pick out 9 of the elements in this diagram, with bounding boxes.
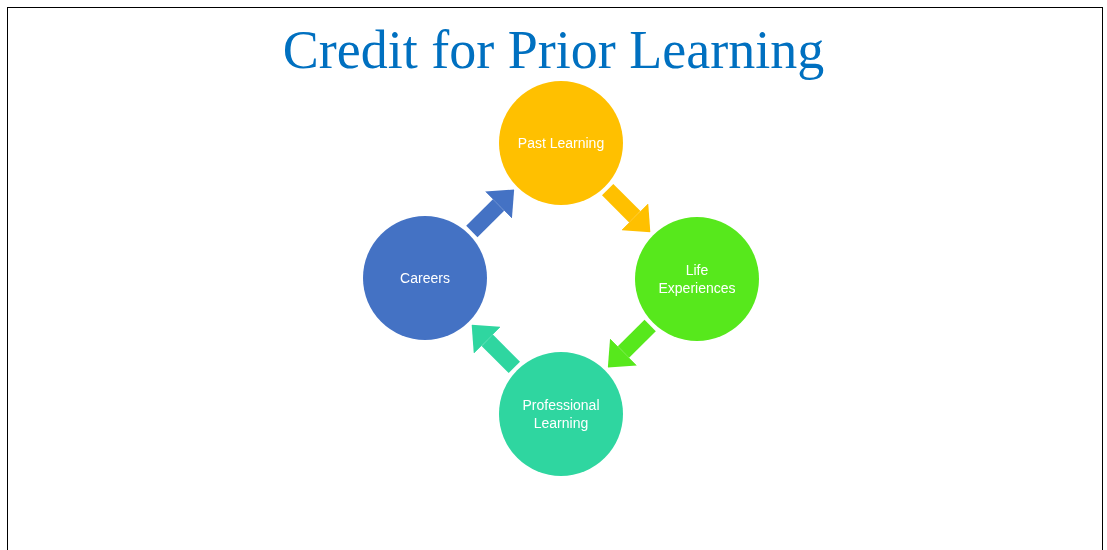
node-label: Past Learning (516, 134, 606, 152)
block-arrow (607, 319, 656, 368)
node-label: Professional Learning (521, 396, 601, 432)
node-label: Careers (399, 269, 451, 287)
block-arrow (466, 189, 515, 238)
block-arrow (602, 184, 651, 233)
node-label: Life Experiences (657, 261, 737, 297)
block-arrow (471, 324, 520, 373)
diagram-title: Credit for Prior Learning (281, 19, 826, 82)
